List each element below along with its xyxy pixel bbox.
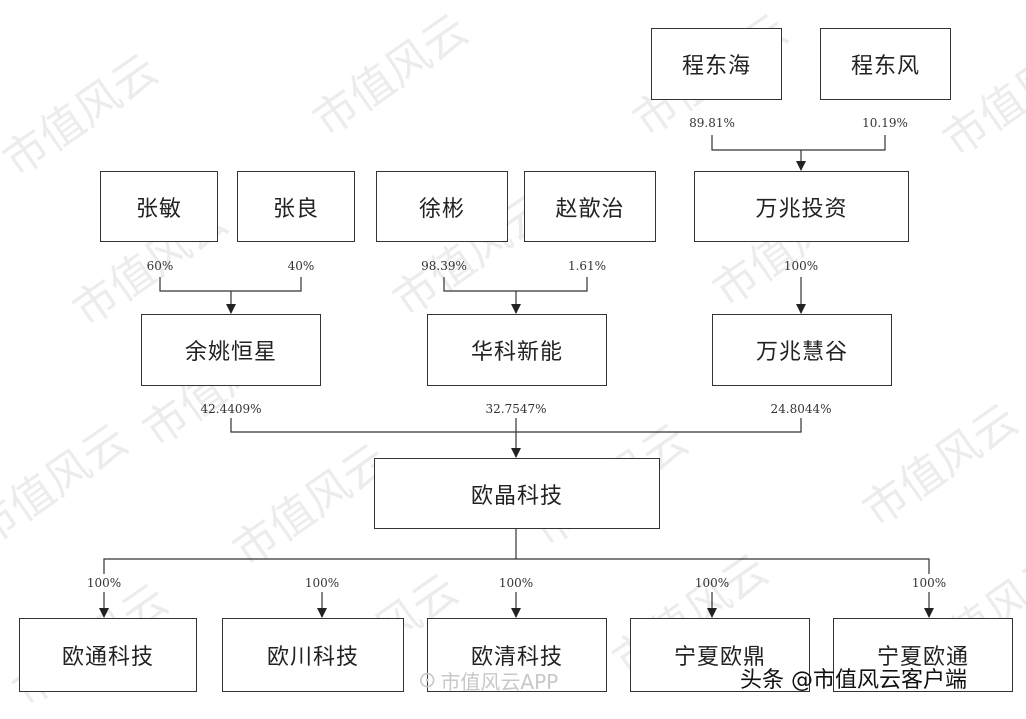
node-oupin-keji: 欧晶科技	[374, 458, 660, 529]
pct-wanzhao-huigu: 24.8044%	[770, 402, 832, 416]
node-ouqing-keji: 欧清科技	[427, 618, 607, 692]
pct-ouchuan: 100%	[304, 576, 340, 590]
node-cheng-dongfeng: 程东风	[820, 28, 951, 100]
source-label: 头条 @市值风云客户端	[740, 668, 967, 693]
weibo-watermark: ⊙ 市值风云APP	[418, 666, 558, 695]
node-zhang-min: 张敏	[100, 171, 218, 242]
node-ningxia-outong: 宁夏欧通	[833, 618, 1013, 692]
node-outong-keji: 欧通科技	[19, 618, 197, 692]
connector-cheng-to-wanzhao	[711, 135, 886, 151]
node-ouchuan-keji: 欧川科技	[222, 618, 404, 692]
node-cheng-donghai: 程东海	[651, 28, 782, 100]
pct-cheng-dongfeng: 10.19%	[862, 116, 908, 130]
node-wanzhao-touzi: 万兆投资	[694, 171, 909, 242]
node-zhang-liang: 张良	[237, 171, 355, 242]
pct-cheng-donghai: 89.81%	[689, 116, 735, 130]
weibo-icon: ⊙	[418, 668, 437, 693]
node-yuyao-hengxing: 余姚恒星	[141, 314, 321, 386]
connector-xu-zhao-to-huake	[443, 277, 588, 292]
node-ningxia-ouding: 宁夏欧鼎	[630, 618, 810, 692]
pct-zhao-xinzhi: 1.61%	[567, 259, 607, 273]
pct-wanzhao-touzi: 100%	[783, 259, 819, 273]
pct-huake: 32.7547%	[485, 402, 547, 416]
pct-zhang-min: 60%	[146, 259, 174, 273]
node-xu-bin: 徐彬	[376, 171, 508, 242]
connector-subsidiaries	[103, 558, 930, 574]
pct-zhang-liang: 40%	[287, 259, 315, 273]
pct-nx-outong: 100%	[911, 576, 947, 590]
pct-ouqing: 100%	[498, 576, 534, 590]
node-wanzhao-huigu: 万兆慧谷	[712, 314, 892, 386]
pct-outong: 100%	[86, 576, 122, 590]
connector-zhang-to-yuyao	[159, 277, 302, 292]
node-zhao-xinzhi: 赵歆治	[524, 171, 656, 242]
weibo-watermark-text: 市值风云APP	[440, 670, 559, 694]
pct-xu-bin: 98.39%	[421, 259, 467, 273]
pct-nx-ouding: 100%	[694, 576, 730, 590]
pct-yuyao: 42.4409%	[200, 402, 262, 416]
node-huake-xinneng: 华科新能	[427, 314, 607, 386]
